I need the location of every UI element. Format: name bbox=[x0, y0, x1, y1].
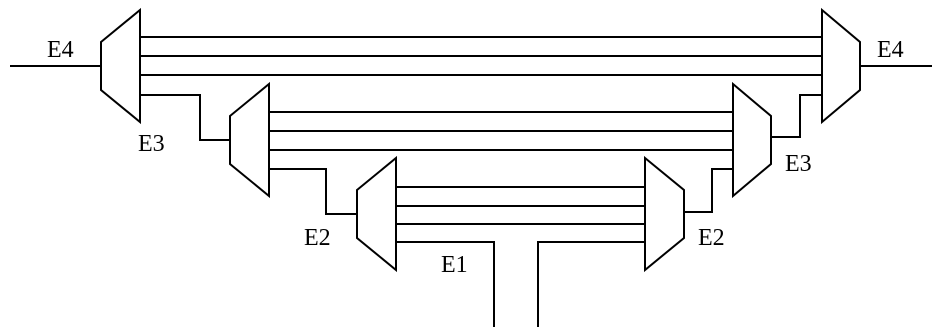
e4-level: E4 E4 bbox=[10, 7, 932, 125]
e2-left-label: E2 bbox=[304, 225, 331, 251]
e4-right-label: E4 bbox=[877, 37, 904, 63]
e4-right-demultiplexer bbox=[821, 7, 861, 125]
e3-right-demultiplexer bbox=[732, 81, 772, 199]
e2-level: E2 E2 bbox=[269, 155, 733, 273]
e2-left-link-line bbox=[269, 168, 357, 215]
e3-right-label: E3 bbox=[785, 151, 812, 177]
e1-level: E1 bbox=[396, 241, 645, 327]
e3-left-multiplexer bbox=[229, 81, 270, 199]
e1-label: E1 bbox=[441, 252, 468, 278]
e3-left-link-line bbox=[140, 94, 230, 141]
e4-left-label: E4 bbox=[47, 37, 74, 63]
e3-right-link-line bbox=[771, 94, 822, 138]
e4-left-multiplexer bbox=[100, 7, 141, 125]
e1-right-tributary-line bbox=[537, 241, 645, 327]
e1-left-tributary-line bbox=[396, 241, 495, 327]
e2-right-demultiplexer bbox=[644, 155, 685, 273]
e3-level: E3 E3 bbox=[138, 81, 822, 199]
e2-left-multiplexer bbox=[356, 155, 397, 273]
e2-right-link-line bbox=[684, 168, 733, 213]
e3-left-label: E3 bbox=[138, 131, 165, 157]
e2-right-label: E2 bbox=[698, 225, 725, 251]
